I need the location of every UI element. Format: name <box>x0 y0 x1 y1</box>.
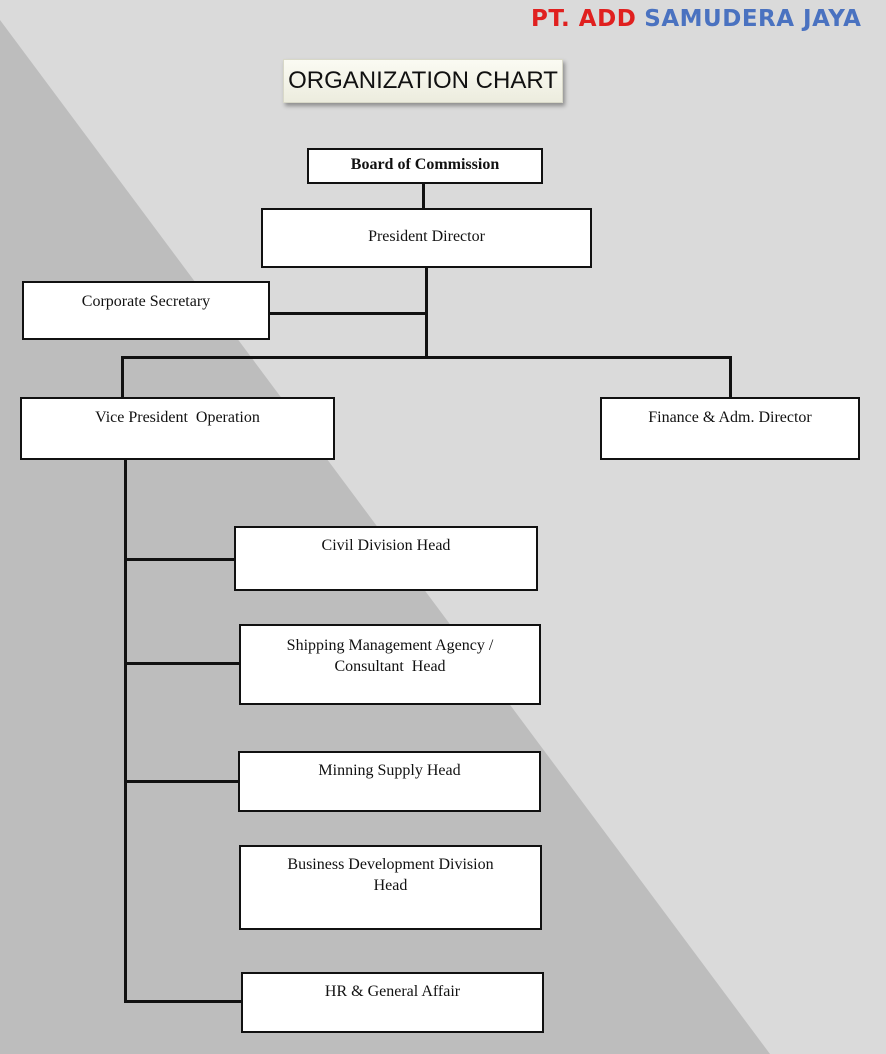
node-label: Minning Supply Head <box>318 762 461 779</box>
node-business-development-head: Business Development Division Head <box>239 845 542 930</box>
node-finance-director: Finance & Adm. Director <box>600 397 860 460</box>
node-shipping-management-head: Shipping Management Agency / Consultant … <box>239 624 541 705</box>
connector-board-president <box>422 183 425 210</box>
connector-vp-drop <box>121 356 124 399</box>
connector-shipping <box>124 662 241 665</box>
connector-finance-drop <box>729 356 732 399</box>
connector-vp-trunk <box>124 458 127 1003</box>
connector-mining <box>124 780 240 783</box>
node-label: Board of Commission <box>350 156 500 173</box>
node-label: President Director <box>368 228 485 245</box>
node-label-line-1: Business Development Division <box>287 856 494 873</box>
company-logo: PT. ADD SAMUDERA JAYA <box>531 6 861 32</box>
node-hr-general-affair: HR & General Affair <box>241 972 544 1033</box>
connector-hr <box>124 1000 244 1003</box>
node-label: Corporate Secretary <box>81 293 211 310</box>
node-civil-division-head: Civil Division Head <box>234 526 538 591</box>
node-label-line-2: Head <box>373 877 408 894</box>
node-board-of-commission: Board of Commission <box>307 148 543 184</box>
node-mining-supply-head: Minning Supply Head <box>238 751 541 812</box>
node-label-line-1: Shipping Management Agency / <box>286 637 494 654</box>
node-label: Finance & Adm. Director <box>648 409 812 426</box>
node-label: Vice President Operation <box>95 409 260 426</box>
node-label-line-2: Consultant Head <box>334 658 446 675</box>
connector-civil <box>124 558 236 561</box>
node-vice-president-operation: Vice President Operation <box>20 397 335 460</box>
company-name: SAMUDERA JAYA <box>644 6 862 32</box>
node-corporate-secretary: Corporate Secretary <box>22 281 270 340</box>
company-prefix: PT. ADD <box>531 6 637 32</box>
node-label: Civil Division Head <box>321 537 451 554</box>
chart-title: ORGANIZATION CHART <box>283 59 563 103</box>
connector-directors-horizontal <box>121 356 732 359</box>
node-president-director: President Director <box>261 208 592 268</box>
connector-secretary <box>268 312 428 315</box>
node-label: HR & General Affair <box>324 983 461 1000</box>
